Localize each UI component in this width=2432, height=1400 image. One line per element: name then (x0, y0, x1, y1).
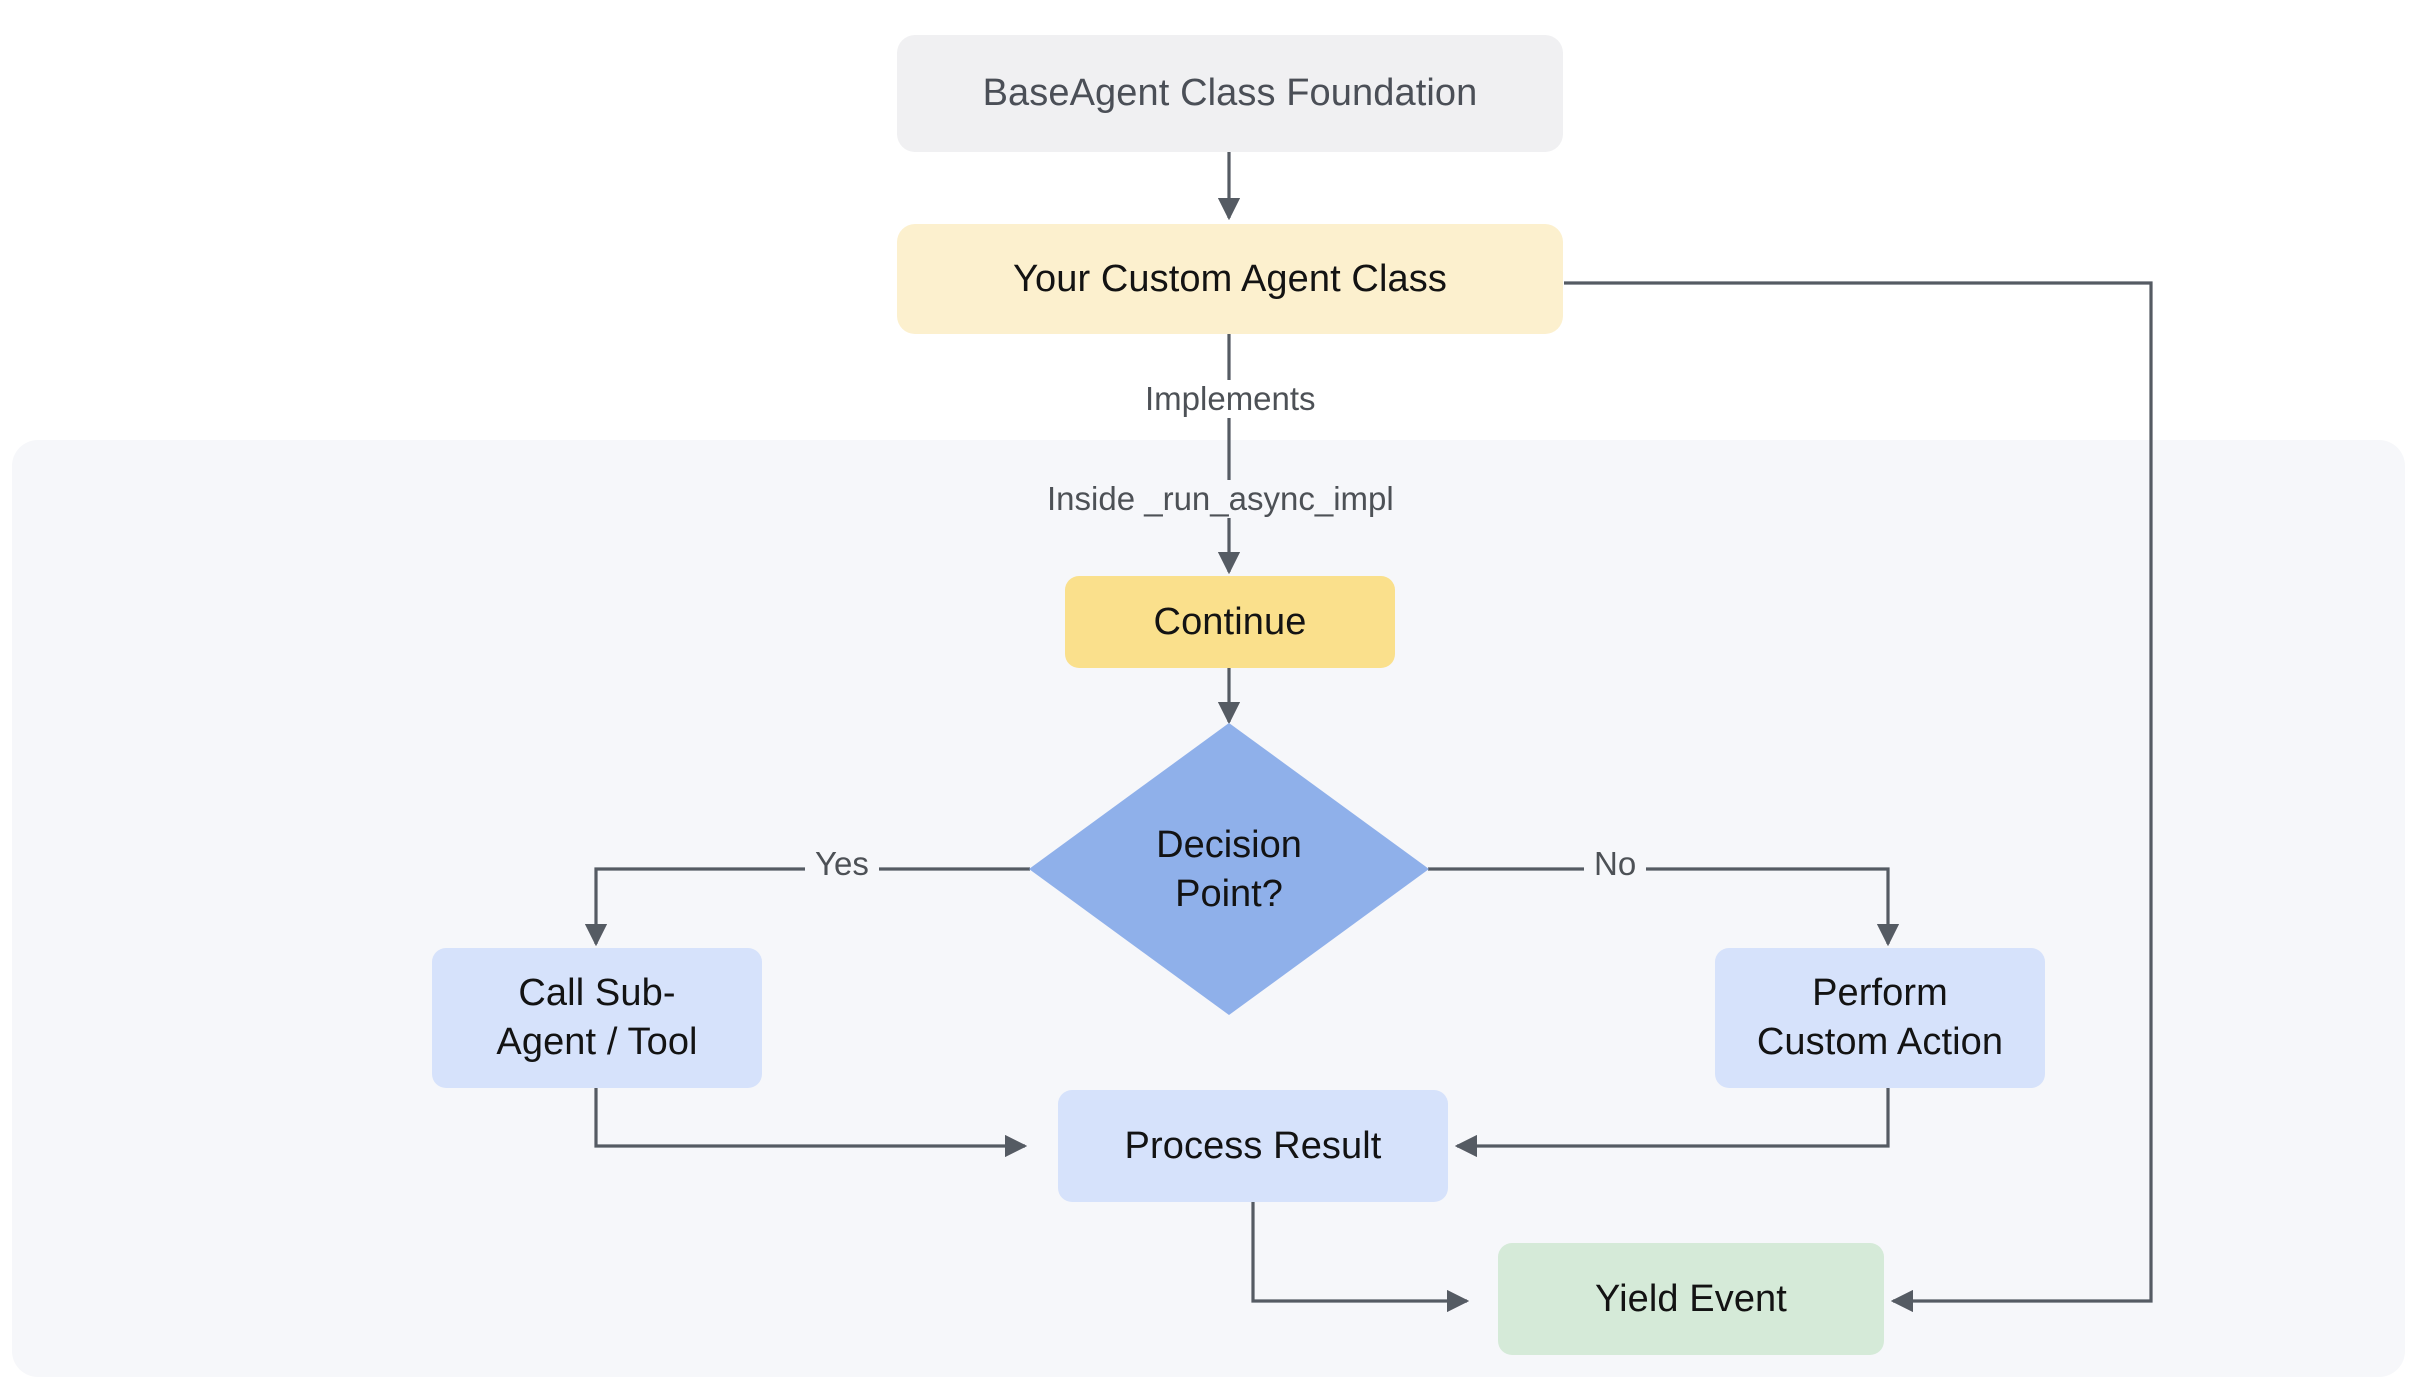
node-label-perform-custom-action: Perform Custom Action (1756, 972, 2004, 1063)
edge-decision-yes (584, 867, 1030, 947)
node-label-continue: Continue (1153, 600, 1307, 643)
node-yield-event[interactable]: Yield Event (1498, 1243, 1884, 1355)
node-decision-point[interactable]: Decision Point? (1079, 800, 1379, 940)
edge-label-inside-run-async-impl: Inside _run_async_impl (1037, 480, 1404, 518)
edge-process-to-yield (1251, 1202, 1470, 1313)
node-label-base-agent: BaseAgent Class Foundation (982, 72, 1478, 115)
node-continue[interactable]: Continue (1065, 576, 1395, 668)
node-label-call-sub-agent: Call Sub- Agent / Tool (496, 972, 698, 1063)
edge-label-implements: Implements (1135, 380, 1326, 418)
edge-decision-no (1428, 867, 1900, 947)
node-label-custom-agent: Your Custom Agent Class (1013, 257, 1447, 300)
node-label-yield-event: Yield Event (1595, 1277, 1787, 1320)
node-base-agent-class-foundation[interactable]: BaseAgent Class Foundation (897, 35, 1563, 152)
edge-label-yes: Yes (805, 845, 879, 883)
node-perform-custom-action[interactable]: Perform Custom Action (1715, 948, 2045, 1088)
edge-subagent-to-process (594, 1088, 1028, 1158)
edge-label-no: No (1584, 845, 1647, 883)
node-label-process-result: Process Result (1124, 1124, 1382, 1167)
edge-action-to-process (1454, 1088, 1890, 1158)
node-call-sub-agent-tool[interactable]: Call Sub- Agent / Tool (432, 948, 762, 1088)
node-process-result[interactable]: Process Result (1058, 1090, 1448, 1202)
node-your-custom-agent-class[interactable]: Your Custom Agent Class (897, 224, 1563, 334)
decision-diamond (1029, 723, 1429, 1015)
edge-custom-to-yield (1564, 281, 2153, 1313)
node-label-decision: Decision Point? (1156, 824, 1302, 915)
